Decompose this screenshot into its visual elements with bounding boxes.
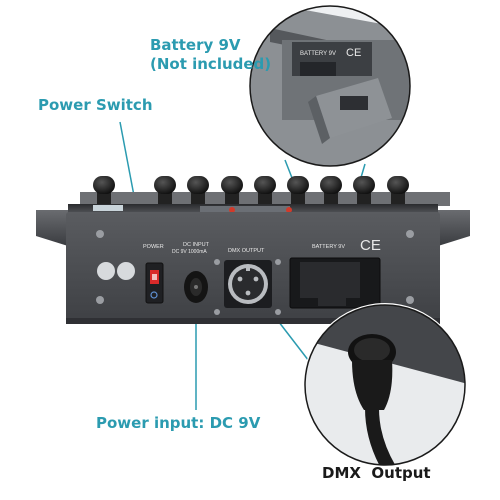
knob bbox=[320, 176, 342, 208]
battery-callout-note: (Not included) bbox=[150, 55, 272, 73]
dmx-output-connector[interactable] bbox=[224, 260, 272, 308]
indicator-led bbox=[229, 207, 235, 213]
knob bbox=[154, 176, 176, 208]
battery-callout-title: Battery 9V bbox=[150, 36, 241, 54]
battery-lid-label: BATTERY 9V bbox=[300, 51, 336, 57]
sticker bbox=[93, 205, 123, 211]
dc-input-label: DC INPUT bbox=[183, 242, 210, 248]
left-flange bbox=[36, 210, 68, 246]
power-switch[interactable] bbox=[145, 262, 164, 304]
knob bbox=[287, 176, 309, 208]
knob bbox=[353, 176, 375, 208]
certification-sticker bbox=[97, 262, 115, 280]
ce-mark: CE bbox=[360, 237, 381, 254]
screw bbox=[275, 309, 281, 315]
dmx-output-callout: DMX Output bbox=[322, 464, 431, 482]
screw bbox=[406, 230, 414, 238]
panel-screws bbox=[96, 230, 414, 315]
power-switch-callout: Power Switch bbox=[38, 96, 153, 114]
screw bbox=[96, 296, 104, 304]
indicator-led bbox=[286, 207, 292, 213]
battery-compartment[interactable] bbox=[289, 257, 381, 309]
knob bbox=[187, 176, 209, 208]
screw bbox=[214, 259, 220, 265]
certification-sticker bbox=[117, 262, 135, 280]
battery-label: BATTERY 9V bbox=[312, 244, 345, 250]
screw bbox=[214, 309, 220, 315]
fader-knobs bbox=[80, 176, 450, 208]
battery-zoom-inset: BATTERY 9V CE bbox=[248, 4, 412, 168]
dmx-cable-zoom-inset bbox=[303, 303, 467, 467]
knob bbox=[93, 176, 115, 208]
dc-input-jack[interactable] bbox=[184, 271, 208, 303]
knob bbox=[221, 176, 243, 208]
zoom-ce-mark: CE bbox=[346, 47, 361, 59]
screw bbox=[406, 296, 414, 304]
dc-input-spec-label: DC 9V 1000mA bbox=[172, 249, 207, 255]
screw bbox=[96, 230, 104, 238]
dmx-output-label: DMX OUTPUT bbox=[228, 248, 265, 254]
screw bbox=[275, 259, 281, 265]
knob bbox=[387, 176, 409, 208]
knob bbox=[254, 176, 276, 208]
power-label: POWER bbox=[143, 244, 164, 250]
battery-callout: Battery 9V (Not included) bbox=[150, 36, 271, 74]
power-input-callout: Power input: DC 9V bbox=[96, 414, 261, 432]
right-flange bbox=[438, 210, 470, 246]
